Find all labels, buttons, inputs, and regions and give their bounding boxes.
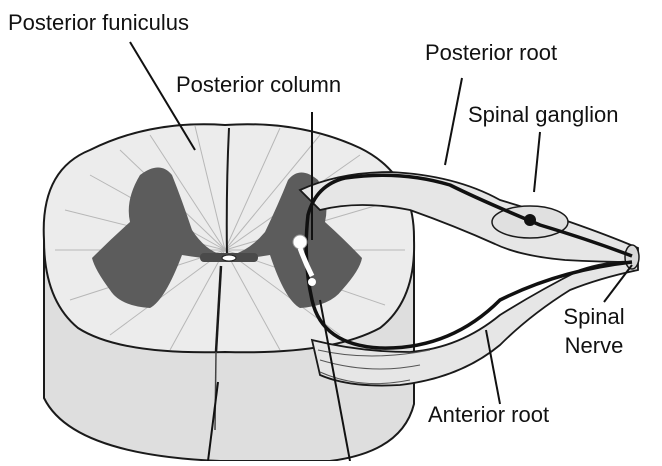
posterior-column-neuron [293,235,307,249]
label-spinal-ganglion: Spinal ganglion [468,104,618,126]
leader-posterior-root [445,78,462,165]
label-spinal-nerve: Spinal Nerve [556,306,632,357]
label-anterior-root: Anterior root [428,404,549,426]
ganglion-cell-body [524,214,536,226]
label-posterior-funiculus: Posterior funiculus [8,12,189,34]
label-posterior-root: Posterior root [425,42,557,64]
label-spinal-nerve-line1: Spinal [556,306,632,328]
anterior-horn-cell [308,278,316,286]
anterior-fissure-front [215,352,216,430]
leader-spinal-ganglion [534,132,540,192]
central-canal [222,255,236,261]
cord-cross-section [44,124,414,352]
label-posterior-column: Posterior column [176,74,341,96]
label-spinal-nerve-line2: Nerve [556,335,632,357]
